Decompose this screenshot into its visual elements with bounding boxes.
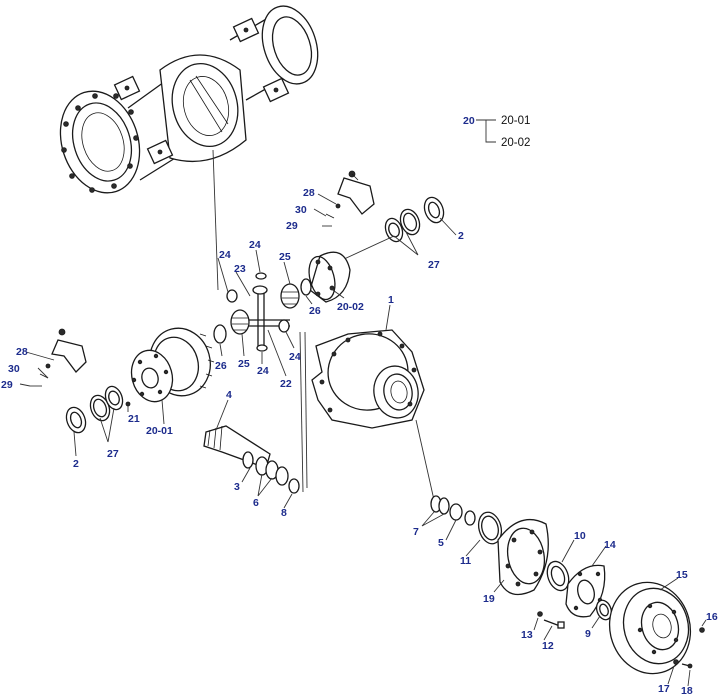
legend-child-20-01: 20-01	[501, 115, 530, 127]
axle-housing	[59, 5, 319, 194]
callout-25-b: 25	[238, 358, 250, 370]
leader-lines	[19, 193, 707, 687]
callout-19: 19	[483, 593, 495, 605]
legend-child-20-02: 20-02	[501, 137, 530, 149]
callout-16: 16	[706, 611, 718, 623]
callout-2-right: 2	[458, 230, 464, 242]
bearing-cap-left	[30, 328, 87, 387]
callout-27-left: 27	[107, 448, 119, 460]
callout-24-b: 24	[249, 239, 261, 251]
legend-parent: 20	[463, 115, 475, 127]
bolts-12-13	[537, 611, 565, 629]
guide-line-housing	[212, 149, 219, 291]
guide-line-center-a	[299, 331, 304, 493]
spider-gear-set	[213, 272, 312, 352]
coupling-flange-14	[565, 564, 606, 618]
callout-12: 12	[542, 640, 554, 652]
bearing-cap-right	[322, 170, 375, 227]
callout-27-right: 27	[428, 259, 440, 271]
callout-24-a: 24	[219, 249, 231, 261]
callout-9: 9	[585, 628, 591, 640]
drive-pinion	[203, 425, 300, 494]
guide-line-center-b	[304, 331, 308, 489]
callout-17: 17	[658, 683, 670, 695]
callout-26-a: 26	[309, 305, 321, 317]
callout-28-right: 28	[303, 187, 315, 199]
callout-20-02: 20-02	[337, 301, 364, 313]
differential-case-half-20-02	[308, 251, 351, 303]
callout-14: 14	[604, 539, 616, 551]
callout-23: 23	[234, 263, 246, 275]
callout-24-c: 24	[289, 351, 301, 363]
retaining-ring-9	[595, 599, 613, 621]
callout-20-01: 20-01	[146, 425, 173, 437]
callout-labels: 1 2 2 3 4 5 6 7 8 9 10 11 12 13 14 15 16…	[1, 187, 718, 695]
legend-tree: 20 20-01 20-02	[463, 115, 530, 149]
differential-carrier	[311, 329, 425, 429]
callout-30-left: 30	[8, 363, 20, 375]
callout-3: 3	[234, 481, 240, 493]
callout-6: 6	[253, 497, 259, 509]
callout-28-left: 28	[16, 346, 28, 358]
callout-8: 8	[281, 507, 287, 519]
bearing-race-right	[384, 196, 445, 243]
callout-10: 10	[574, 530, 586, 542]
seal-ring-10	[546, 560, 570, 592]
callout-30-right: 30	[295, 204, 307, 216]
callout-24-d: 24	[257, 365, 269, 377]
callout-5: 5	[438, 537, 444, 549]
brake-housing	[497, 519, 549, 596]
callout-15: 15	[676, 569, 688, 581]
bearing-race-left	[65, 385, 124, 434]
callout-7: 7	[413, 526, 419, 538]
callout-4: 4	[226, 389, 232, 401]
callout-29-left: 29	[1, 379, 13, 391]
callout-26-b: 26	[215, 360, 227, 372]
callout-22: 22	[280, 378, 292, 390]
callout-11: 11	[460, 555, 471, 567]
callout-25-a: 25	[279, 251, 291, 263]
callout-21: 21	[128, 413, 140, 425]
ring-gear-20-01	[125, 327, 215, 407]
callout-2-left: 2	[73, 458, 79, 470]
callout-29-right: 29	[286, 220, 298, 232]
callout-13: 13	[521, 629, 533, 641]
callout-18: 18	[681, 685, 693, 695]
callout-1: 1	[388, 294, 394, 306]
brake-drum-15	[608, 581, 705, 675]
guide-line-carrier	[415, 419, 435, 501]
